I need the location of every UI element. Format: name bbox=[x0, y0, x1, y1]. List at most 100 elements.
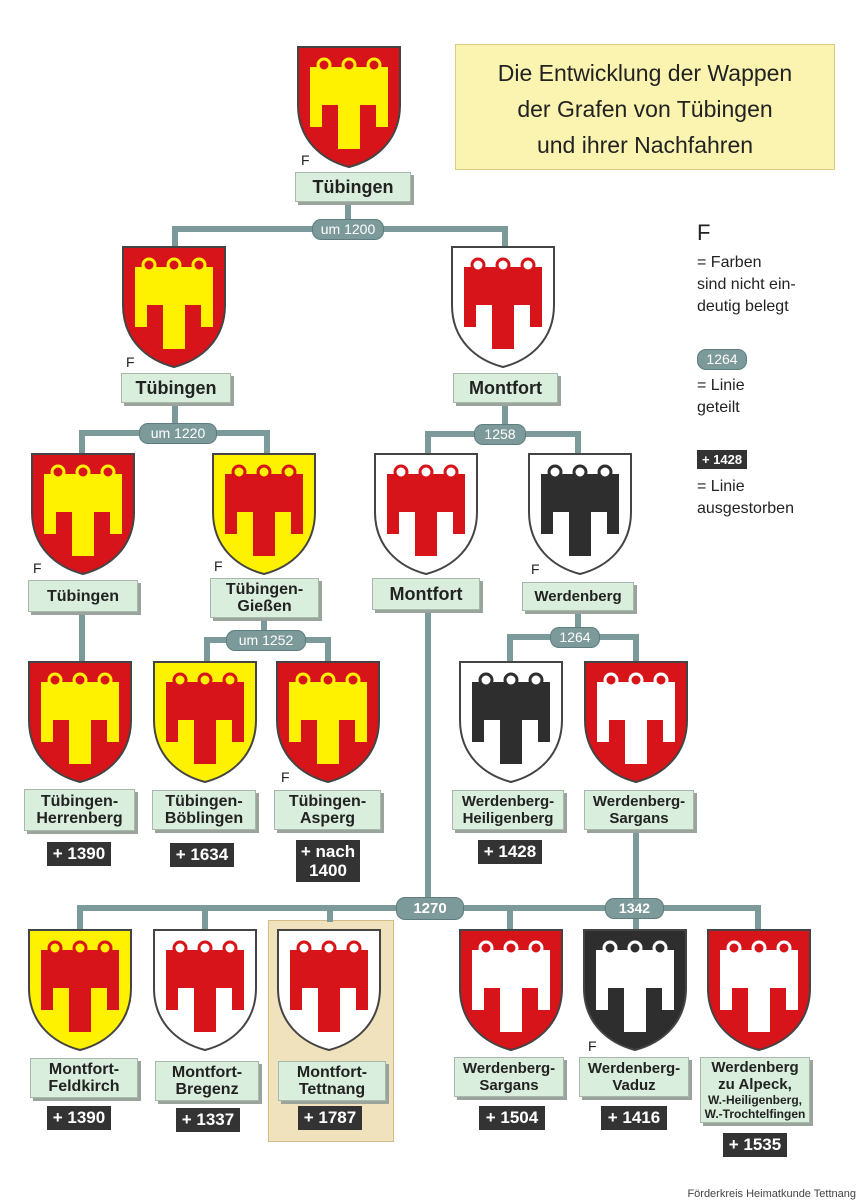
legend-text: ausgestorben bbox=[697, 500, 794, 517]
ring-icon bbox=[281, 464, 297, 480]
label-line: Tübingen- bbox=[225, 581, 304, 598]
ring-icon bbox=[72, 940, 88, 956]
legend-text: sind nicht ein- bbox=[697, 276, 796, 293]
ring-icon bbox=[321, 940, 337, 956]
uncertain-color-mark: F bbox=[214, 558, 223, 574]
label-line: Werdenberg bbox=[711, 1059, 799, 1076]
ring-icon bbox=[627, 940, 643, 956]
banner-charge bbox=[135, 267, 213, 349]
label-line: Feldkirch bbox=[48, 1078, 120, 1095]
line-label: Werdenberg-Heiligenberg bbox=[452, 790, 564, 830]
extinction-badge: + 1634 bbox=[170, 843, 234, 867]
ring-icon bbox=[726, 940, 742, 956]
coat-of-arms bbox=[28, 661, 132, 784]
label-line: Böblingen bbox=[164, 810, 244, 827]
label-line: Tettnang bbox=[298, 1081, 366, 1098]
uncertain-color-mark: F bbox=[301, 152, 310, 168]
label-line: Montfort- bbox=[296, 1064, 368, 1081]
ring-icon bbox=[393, 464, 409, 480]
ring-icon bbox=[602, 940, 618, 956]
banner-charge bbox=[387, 474, 465, 556]
ring-icon bbox=[197, 672, 213, 688]
ring-icon bbox=[141, 257, 157, 273]
line-label: Montfort-Bregenz bbox=[155, 1061, 259, 1101]
connector bbox=[633, 830, 639, 911]
coat-of-arms bbox=[374, 453, 478, 576]
ring-icon bbox=[603, 672, 619, 688]
split-badge: 1258 bbox=[474, 424, 526, 445]
coat-of-arms bbox=[584, 661, 688, 784]
label-line: Montfort- bbox=[48, 1061, 120, 1078]
ring-icon bbox=[222, 672, 238, 688]
line-label: Werdenberg bbox=[522, 582, 634, 611]
line-label: Montfort-Tettnang bbox=[278, 1061, 386, 1101]
ring-icon bbox=[316, 57, 332, 73]
connector bbox=[755, 905, 761, 930]
extinction-badge: + 1337 bbox=[176, 1108, 240, 1132]
coat-of-arms bbox=[528, 453, 632, 576]
split-badge: um 1252 bbox=[226, 630, 306, 651]
line-label: Tübingen bbox=[295, 172, 411, 202]
split-badge: 1264 bbox=[550, 627, 600, 648]
ring-icon bbox=[776, 940, 792, 956]
line-label: Werdenberg-Sargans bbox=[584, 790, 694, 830]
banner-charge bbox=[597, 682, 675, 764]
banner-charge bbox=[472, 682, 550, 764]
ring-icon bbox=[547, 464, 563, 480]
banner-charge bbox=[720, 950, 798, 1032]
legend-f-symbol: F bbox=[697, 220, 711, 245]
ring-icon bbox=[628, 672, 644, 688]
ring-icon bbox=[222, 940, 238, 956]
banner-charge bbox=[166, 682, 244, 764]
uncertain-color-mark: F bbox=[126, 354, 135, 370]
legend-text: = Farben bbox=[697, 254, 762, 271]
coat-of-arms bbox=[459, 661, 563, 784]
label-line: Bregenz bbox=[175, 1081, 239, 1098]
ring-icon bbox=[97, 940, 113, 956]
title-line: der Grafen von Tübingen bbox=[517, 96, 773, 122]
legend-text: geteilt bbox=[697, 399, 740, 416]
ring-icon bbox=[345, 672, 361, 688]
badge-line: + nach bbox=[300, 842, 356, 861]
banner-charge bbox=[472, 950, 550, 1032]
connector bbox=[575, 431, 581, 454]
ring-icon bbox=[470, 257, 486, 273]
connector bbox=[425, 431, 431, 454]
coat-of-arms bbox=[277, 929, 381, 1052]
coat-of-arms bbox=[153, 929, 257, 1052]
extinction-badge: + 1390 bbox=[47, 1106, 111, 1130]
extinction-badge: + 1787 bbox=[298, 1106, 362, 1130]
title-line: und ihrer Nachfahren bbox=[536, 132, 754, 158]
ring-icon bbox=[572, 464, 588, 480]
ring-icon bbox=[97, 672, 113, 688]
label-line: W.-Heiligenberg, bbox=[707, 1093, 802, 1107]
line-label: Montfort bbox=[372, 578, 480, 610]
legend-split-example: 1264 bbox=[697, 349, 747, 370]
ring-icon bbox=[50, 464, 66, 480]
legend-text: = Linie bbox=[697, 377, 745, 394]
label-line: zu Alpeck, bbox=[718, 1076, 792, 1093]
connector bbox=[507, 905, 513, 930]
coat-of-arms bbox=[707, 929, 811, 1052]
label-line: Heiligenberg bbox=[462, 810, 554, 827]
coat-of-arms bbox=[451, 246, 555, 369]
title-line: Die Entwicklung der Wappen bbox=[497, 60, 793, 86]
legend-extinct-example: + 1428 bbox=[697, 450, 747, 469]
ring-icon bbox=[231, 464, 247, 480]
label-line: Montfort- bbox=[171, 1064, 243, 1081]
label-line: Asperg bbox=[299, 810, 356, 827]
ring-icon bbox=[478, 672, 494, 688]
banner-charge bbox=[464, 267, 542, 349]
badge-line: 1400 bbox=[309, 861, 347, 880]
label-line: Tübingen- bbox=[165, 793, 243, 810]
legend-extinct-text: = Linie ausgestorben bbox=[697, 476, 794, 520]
label-line: Werdenberg- bbox=[587, 1060, 681, 1077]
ring-icon bbox=[528, 672, 544, 688]
extinction-badge: + 1504 bbox=[479, 1106, 545, 1130]
banner-charge bbox=[596, 950, 674, 1032]
ring-icon bbox=[346, 940, 362, 956]
connector bbox=[327, 905, 333, 922]
ring-icon bbox=[418, 464, 434, 480]
